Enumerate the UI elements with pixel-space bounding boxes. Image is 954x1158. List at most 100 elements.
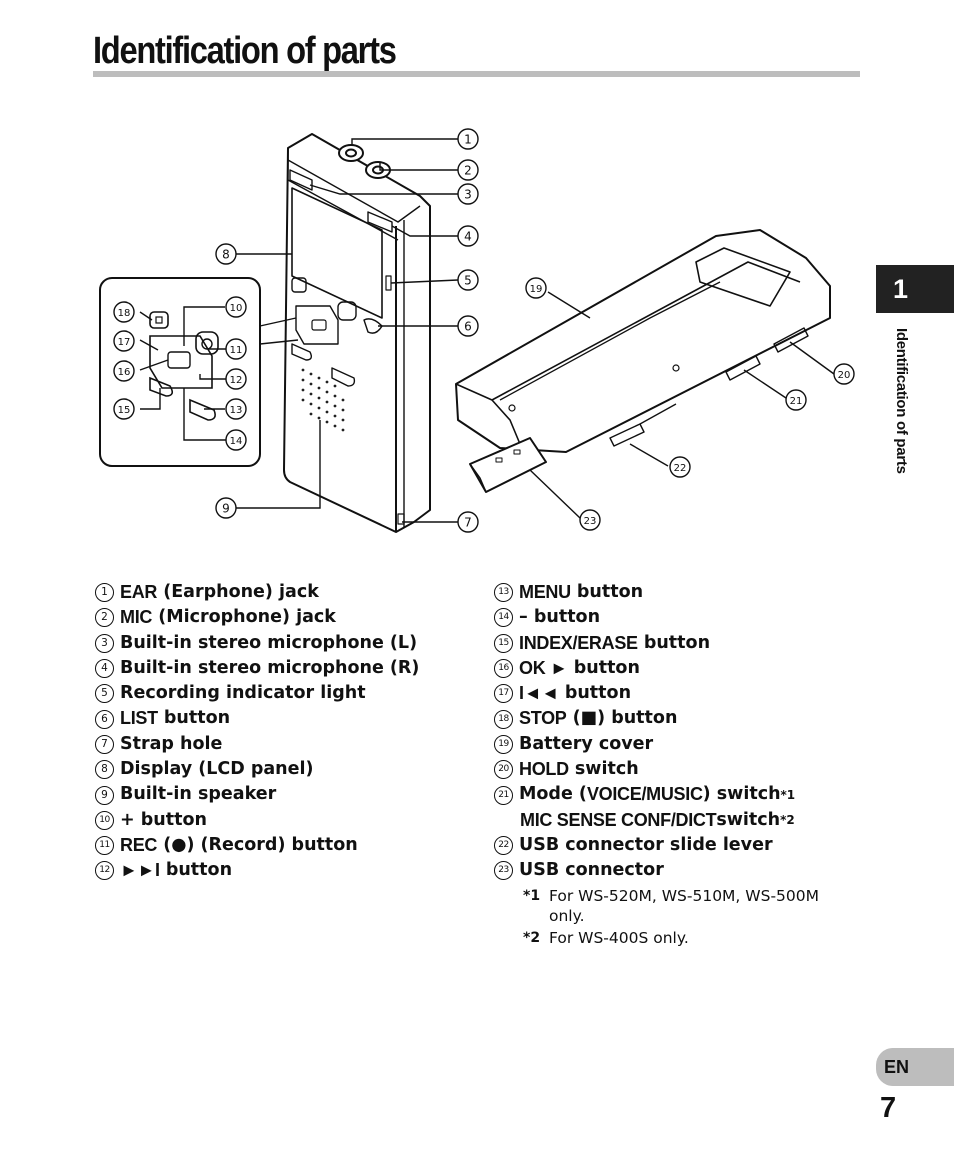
language-tab: EN (876, 1048, 954, 1086)
callout-14: 14 (225, 429, 247, 451)
callout-13: 13 (225, 398, 247, 420)
item-number: 20 (494, 760, 513, 780)
callout-15: 15 (113, 398, 135, 420)
item-label: – button (519, 607, 601, 628)
item-keyword: MENU (519, 582, 571, 602)
usb-connector (469, 437, 547, 493)
item-label: button (567, 657, 640, 678)
item-keyword: INDEX/ERASE (519, 632, 638, 653)
recorder-side-body (455, 229, 831, 453)
item-label: (●) (Record) button (157, 834, 358, 855)
item-number: 11 (95, 836, 114, 856)
item-number: 13 (494, 583, 513, 603)
item-label: Strap hole (120, 733, 223, 754)
svg-text:20: 20 (838, 370, 851, 381)
item-label: button (157, 708, 231, 729)
svg-text:14: 14 (230, 436, 243, 447)
callout-21: 21 (785, 389, 807, 411)
list-item: 10 + button (95, 808, 419, 833)
item-number: 3 (95, 633, 114, 653)
item-number: 22 (494, 836, 513, 856)
item-keyword: HOLD (519, 759, 569, 780)
item-keyword: OK ► (519, 657, 568, 678)
list-item: 12►►I button (95, 858, 419, 883)
item-number: 5 (95, 684, 114, 704)
zoom-rec-button (195, 331, 219, 355)
svg-text:19: 19 (530, 284, 543, 295)
item-keyword: LIST (120, 708, 158, 729)
callout-8: 8 (215, 243, 237, 265)
item-label: (■) button (566, 708, 678, 729)
mic-r-grill (367, 211, 393, 233)
page-number: 7 (880, 1092, 897, 1124)
svg-text:2: 2 (464, 164, 472, 178)
svg-text:1: 1 (464, 133, 472, 147)
item-label: Built-in stereo microphone (R) (120, 657, 420, 678)
mic-l-grill (289, 169, 313, 191)
callout-23: 23 (579, 509, 601, 531)
list-item: 6 LIST button (95, 706, 419, 731)
zoom-nav-cluster (149, 335, 213, 389)
item-keyword: I◄◄ (519, 683, 559, 704)
item-label: button (159, 860, 233, 881)
list-item: 14 – button (494, 605, 839, 630)
title-rule (93, 71, 860, 77)
zoom-menu-button (189, 398, 216, 421)
battery-cover (499, 281, 721, 401)
callout-9: 9 (215, 497, 237, 519)
front-rec-button (337, 301, 357, 321)
item-label: + button (120, 809, 207, 830)
svg-text:16: 16 (118, 367, 131, 378)
item-label: Battery cover (519, 733, 654, 754)
item-number: 17 (494, 684, 513, 704)
front-nav-cluster (295, 305, 339, 345)
item-number: 18 (494, 709, 513, 729)
item-label: button (637, 632, 711, 653)
svg-text:5: 5 (464, 274, 472, 288)
item-number: 21 (494, 785, 513, 805)
callout-20: 20 (833, 363, 855, 385)
front-stop-button (291, 277, 307, 293)
item-number: 6 (95, 709, 114, 729)
callout-3: 3 (457, 183, 479, 205)
item-number: 4 (95, 659, 114, 679)
footnote-2: *2 For WS-400S only. (523, 928, 689, 947)
item-number: 12 (95, 861, 114, 881)
svg-text:17: 17 (118, 337, 131, 348)
list-item: 16 OK ► button (494, 656, 839, 681)
svg-text:4: 4 (464, 230, 472, 244)
callout-4: 4 (457, 225, 479, 247)
item-keyword: STOP (519, 708, 567, 729)
callout-2: 2 (457, 159, 479, 181)
item-number: 2 (95, 608, 114, 628)
page-title: Identification of parts (93, 30, 397, 72)
item-label: Built-in speaker (120, 784, 277, 805)
hold-switch (773, 327, 809, 353)
zoom-index-button (149, 376, 174, 397)
item-number: 7 (95, 734, 114, 754)
svg-text:3: 3 (464, 188, 472, 202)
list-item-mic-sense-switch: MIC SENSE CONF/DICT switch*2 (520, 809, 795, 830)
item-number: 1 (95, 583, 114, 603)
callout-6: 6 (457, 315, 479, 337)
item-keyword: EAR (120, 582, 158, 602)
callout-10: 10 (225, 296, 247, 318)
item-number: 10 (95, 810, 114, 830)
item-number: 8 (95, 760, 114, 780)
svg-text:23: 23 (584, 516, 597, 527)
svg-text:22: 22 (674, 463, 687, 474)
item-number: 16 (494, 659, 513, 679)
item-number: 14 (494, 608, 513, 628)
